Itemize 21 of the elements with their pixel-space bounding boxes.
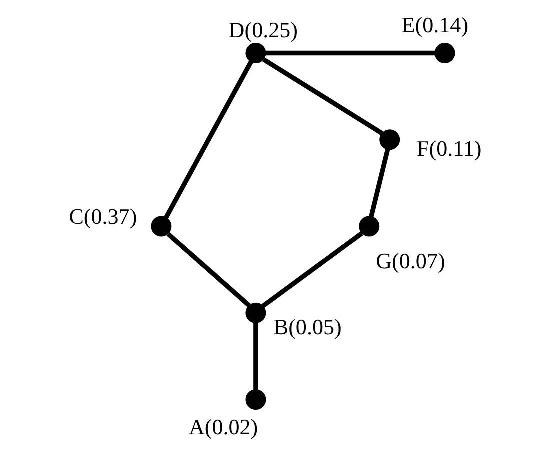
node-circle: [245, 390, 266, 410]
connector: [166, 232, 250, 308]
node-circle: [358, 216, 380, 237]
node-circle: [379, 130, 400, 150]
node-circle: [434, 42, 455, 64]
connector: [368, 148, 390, 218]
node-label: E(0.14): [401, 12, 468, 38]
connector: [261, 232, 363, 308]
node-label: B(0.05): [273, 314, 342, 340]
connector: [265, 50, 435, 56]
node-label: G(0.07): [376, 248, 445, 274]
node-label: D(0.25): [228, 17, 298, 42]
node-circle: [245, 302, 266, 324]
node-label: A(0.02): [188, 414, 258, 440]
node-label: C(0.37): [68, 204, 137, 230]
node-circle: [150, 216, 172, 237]
node-label: F(0.11): [416, 136, 482, 161]
connector: [262, 58, 383, 136]
connector: [253, 323, 258, 390]
node-circle: [245, 42, 266, 64]
connector: [164, 60, 253, 219]
